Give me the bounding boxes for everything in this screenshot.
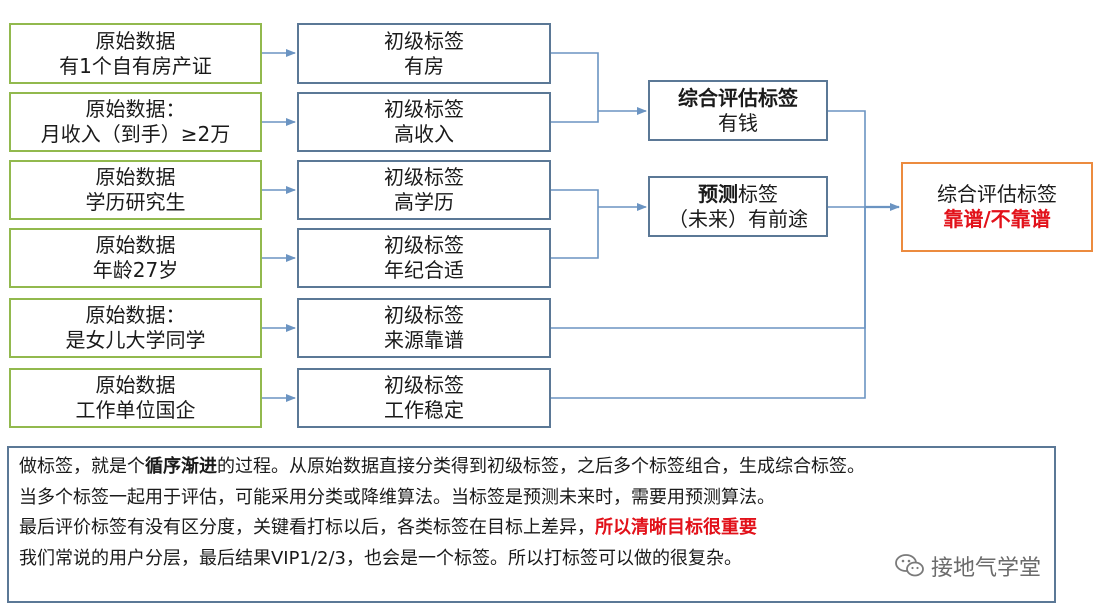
prediction-box-promising: 预测标签 （未来）有前途 bbox=[648, 176, 828, 237]
primary-box-title: 初级标签 bbox=[384, 233, 464, 257]
raw-box-value: 学历研究生 bbox=[85, 190, 186, 214]
note-line-2: 当多个标签一起用于评估，可能采用分类或降维算法。当标签是预测未来时，需要用预测算… bbox=[19, 486, 775, 508]
raw-box-title: 原始数据 bbox=[95, 373, 176, 397]
raw-box-income: 原始数据： 月收入（到手）≥2万 bbox=[9, 92, 262, 152]
link-primary-4-merge bbox=[551, 207, 599, 259]
note-line-1: 做标签，就是个循序渐进的过程。从原始数据直接分类得到初级标签，之后多个标签组合，… bbox=[19, 452, 1054, 483]
primary-box-title: 初级标签 bbox=[384, 28, 464, 53]
final-box-title: 综合评估标签 bbox=[937, 182, 1057, 206]
raw-box-value: 有1个自有房产证 bbox=[59, 53, 212, 78]
watermark: 接地气学堂 bbox=[891, 548, 1046, 584]
primary-box-stable-job: 初级标签 工作稳定 bbox=[297, 368, 551, 428]
raw-box-age: 原始数据 年龄27岁 bbox=[9, 228, 262, 288]
note-line-1-end: 的过程。从原始数据直接分类得到初级标签，之后多个标签组合，生成综合标签。 bbox=[217, 456, 865, 477]
prediction-box-value: （未来）有前途 bbox=[668, 206, 808, 231]
primary-box-title: 初级标签 bbox=[384, 303, 464, 327]
primary-box-value: 有房 bbox=[404, 53, 444, 78]
note-line-3-emphasis: 所以清晰目标很重要 bbox=[595, 517, 757, 538]
raw-box-source: 原始数据： 是女儿大学同学 bbox=[9, 298, 262, 358]
raw-box-title: 原始数据： bbox=[85, 97, 186, 121]
note-line-3: 最后评价标签有没有区分度，关键看打标以后，各类标签在目标上差异，所以清晰目标很重… bbox=[19, 513, 1054, 544]
primary-box-title: 初级标签 bbox=[384, 97, 464, 121]
primary-box-value: 来源靠谱 bbox=[384, 328, 464, 352]
prediction-box-title-bold: 预测 bbox=[698, 181, 738, 206]
note-line-4: 我们常说的用户分层，最后结果VIP1/2/3，也会是一个标签。所以打标签可以做的… bbox=[19, 547, 742, 569]
raw-box-property: 原始数据 有1个自有房产证 bbox=[9, 23, 262, 84]
final-box-value: 靠谱/不靠谱 bbox=[943, 207, 1051, 231]
primary-box-value: 高收入 bbox=[394, 122, 454, 146]
assessment-box-wealthy: 综合评估标签 有钱 bbox=[648, 80, 828, 141]
raw-box-title: 原始数据 bbox=[95, 165, 176, 189]
primary-box-suitable-age: 初级标签 年纪合适 bbox=[297, 228, 551, 288]
raw-box-employer: 原始数据 工作单位国企 bbox=[9, 368, 262, 428]
assessment-box-value: 有钱 bbox=[718, 110, 758, 135]
raw-box-title: 原始数据 bbox=[95, 233, 176, 257]
primary-box-value: 高学历 bbox=[394, 190, 454, 214]
primary-box-value: 工作稳定 bbox=[384, 398, 464, 422]
primary-box-has-house: 初级标签 有房 bbox=[297, 23, 551, 84]
primary-box-reliable-source: 初级标签 来源靠谱 bbox=[297, 298, 551, 358]
raw-box-value: 工作单位国企 bbox=[75, 398, 196, 422]
watermark-text: 接地气学堂 bbox=[931, 556, 1042, 581]
note-line-1-start: 做标签，就是个 bbox=[19, 456, 145, 477]
primary-box-high-income: 初级标签 高收入 bbox=[297, 92, 551, 152]
link-primary-3-merge bbox=[551, 189, 599, 207]
link-assessment-out bbox=[828, 110, 866, 207]
raw-box-title: 原始数据： bbox=[85, 303, 186, 327]
link-primary-2-merge bbox=[551, 111, 599, 123]
raw-box-education: 原始数据 学历研究生 bbox=[9, 160, 262, 220]
primary-box-value: 年纪合适 bbox=[384, 258, 464, 282]
prediction-box-title: 预测标签 bbox=[698, 182, 778, 207]
assessment-box-title: 综合评估标签 bbox=[678, 85, 798, 110]
prediction-box-title-rest: 标签 bbox=[738, 181, 778, 206]
primary-box-title: 初级标签 bbox=[384, 165, 464, 189]
explanation-note: 做标签，就是个循序渐进的过程。从原始数据直接分类得到初级标签，之后多个标签组合，… bbox=[7, 446, 1056, 603]
note-line-3-start: 最后评价标签有没有区分度，关键看打标以后，各类标签在目标上差异， bbox=[19, 517, 595, 538]
link-primary-6-out bbox=[551, 207, 866, 399]
raw-box-value: 年龄27岁 bbox=[92, 258, 179, 282]
wechat-icon bbox=[895, 554, 924, 577]
raw-box-title: 原始数据 bbox=[95, 28, 176, 53]
link-primary-1-merge bbox=[551, 52, 599, 111]
note-line-1-emphasis: 循序渐进 bbox=[145, 456, 217, 477]
primary-box-title: 初级标签 bbox=[384, 373, 464, 397]
raw-box-value: 是女儿大学同学 bbox=[65, 328, 206, 352]
primary-box-high-education: 初级标签 高学历 bbox=[297, 160, 551, 220]
raw-box-value: 月收入（到手）≥2万 bbox=[40, 122, 231, 146]
final-box-reliable: 综合评估标签 靠谱/不靠谱 bbox=[901, 162, 1093, 252]
